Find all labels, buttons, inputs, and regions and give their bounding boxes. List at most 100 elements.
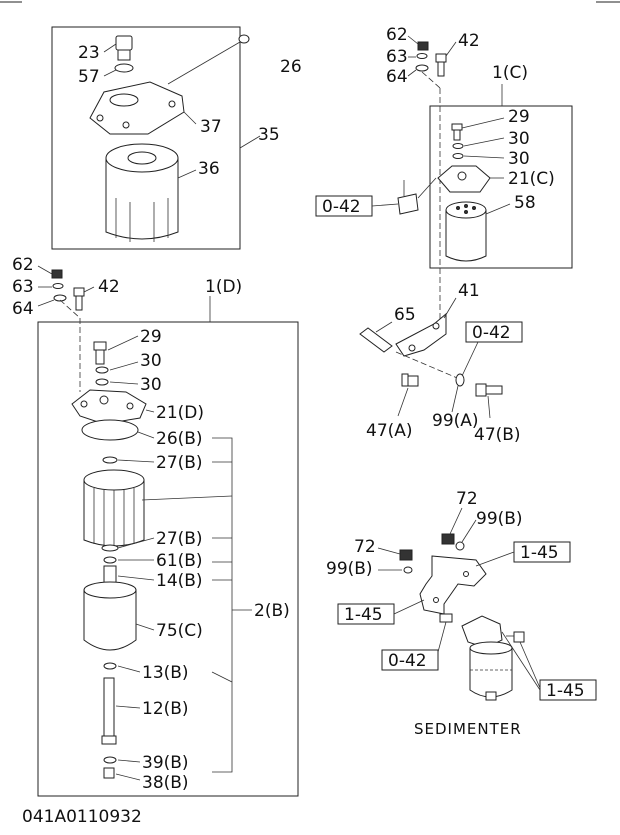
- bolt-sedimenter: [437, 613, 453, 653]
- frame-assembly-1d: [37, 321, 299, 797]
- label-13b: 13(B): [142, 663, 189, 683]
- label-99b-2: 99(B): [326, 559, 373, 579]
- nut-62: [51, 269, 63, 279]
- label-42: 42: [98, 277, 120, 297]
- label-75c: 75(C): [156, 621, 203, 641]
- drawing-code: 041A0110932: [22, 807, 142, 827]
- label-64: 64: [12, 299, 34, 319]
- label-1-45b: 1-45: [344, 605, 383, 625]
- label-36: 36: [198, 159, 220, 179]
- label-27b-2: 27(B): [156, 529, 203, 549]
- sedimenter-bracket: [419, 555, 487, 615]
- bolt-29-top: [451, 123, 463, 141]
- washer-64: [53, 294, 67, 302]
- o-ring-13b: [103, 662, 117, 670]
- plug-38b: [103, 767, 115, 779]
- washer-63: [52, 283, 64, 289]
- label-30-top: 30: [508, 129, 530, 149]
- label-0-42c: 0-42: [388, 651, 427, 671]
- o-ring-26b: [81, 419, 139, 441]
- washer-30b-top: [452, 153, 464, 159]
- label-38b: 38(B): [142, 773, 189, 793]
- o-ring-57: [114, 63, 134, 73]
- o-ring-27b-2: [101, 544, 119, 552]
- label-63-top: 63: [386, 47, 408, 67]
- filter-element: [83, 469, 145, 547]
- head-21d: [71, 389, 147, 425]
- label-99a: 99(A): [432, 411, 479, 431]
- bolt-42: [73, 287, 85, 311]
- frame-assembly-35: [51, 26, 241, 250]
- label-29-top: 29: [508, 107, 530, 127]
- label-61b: 61(B): [156, 551, 203, 571]
- label-62-top: 62: [386, 25, 408, 45]
- label-58: 58: [514, 193, 536, 213]
- label-2b: 2(B): [254, 601, 290, 621]
- nut-62-top: [417, 41, 429, 51]
- bolt-42-top: [435, 53, 447, 77]
- label-21c: 21(C): [508, 169, 555, 189]
- washer-99b-2: [403, 566, 413, 574]
- label-63: 63: [12, 277, 34, 297]
- pipe-12b: [101, 677, 117, 745]
- o-ring-26: [238, 34, 250, 44]
- label-30: 30: [140, 351, 162, 371]
- label-62: 62: [12, 255, 34, 275]
- fitting-14b: [103, 565, 117, 585]
- washer-63-top: [416, 53, 428, 59]
- label-72b: 72: [354, 537, 376, 557]
- washer-99a: [455, 373, 465, 387]
- label-1c: 1(C): [492, 63, 528, 83]
- label-41: 41: [458, 281, 480, 301]
- head-21c: [437, 165, 491, 193]
- label-47b: 47(B): [474, 425, 521, 445]
- label-14b: 14(B): [156, 571, 203, 591]
- plug-23: [115, 35, 133, 61]
- label-29: 29: [140, 327, 162, 347]
- ref-box-0-42c: [381, 649, 439, 671]
- sedimenter-body: [461, 615, 513, 701]
- o-ring-39b: [103, 756, 117, 764]
- ref-box-0-42b: [465, 321, 523, 343]
- nut-72b: [399, 549, 413, 561]
- filter-element-36: [105, 143, 179, 242]
- washer-30: [95, 366, 109, 374]
- label-37: 37: [200, 117, 222, 137]
- label-1d: 1(D): [205, 277, 242, 297]
- label-0-42b: 0-42: [472, 323, 511, 343]
- filter-58: [445, 201, 487, 262]
- washer-30-top: [452, 143, 464, 149]
- bolt-sedimenter-right: [506, 631, 525, 643]
- washer-64-top: [415, 64, 429, 72]
- label-35: 35: [258, 125, 280, 145]
- label-99b: 99(B): [476, 509, 523, 529]
- bolt-47a: [401, 373, 419, 387]
- sedimenter-label: SEDIMENTER: [414, 720, 522, 738]
- bolt-29: [93, 341, 107, 365]
- label-39b: 39(B): [142, 753, 189, 773]
- head-37: [89, 81, 185, 135]
- bracket-41: [395, 312, 447, 357]
- label-12b: 12(B): [142, 699, 189, 719]
- label-23: 23: [78, 43, 100, 63]
- bowl-75c: [83, 581, 137, 651]
- nut-72: [441, 533, 455, 545]
- label-26: 26: [280, 57, 302, 77]
- pin-65: [359, 327, 393, 353]
- frame-assembly-1c: [429, 105, 573, 269]
- label-27b: 27(B): [156, 453, 203, 473]
- label-1-45a: 1-45: [520, 543, 559, 563]
- label-1-45c: 1-45: [546, 681, 585, 701]
- label-64-top: 64: [386, 67, 408, 87]
- label-30b: 30: [140, 375, 162, 395]
- label-26b: 26(B): [156, 429, 203, 449]
- label-21d: 21(D): [156, 403, 204, 423]
- label-42-top: 42: [458, 31, 480, 51]
- bolt-47b: [475, 383, 503, 397]
- o-ring-27b: [102, 456, 118, 464]
- label-72: 72: [456, 489, 478, 509]
- washer-99b: [455, 541, 465, 551]
- o-ring-61b: [103, 556, 117, 564]
- washer-30b: [95, 378, 109, 386]
